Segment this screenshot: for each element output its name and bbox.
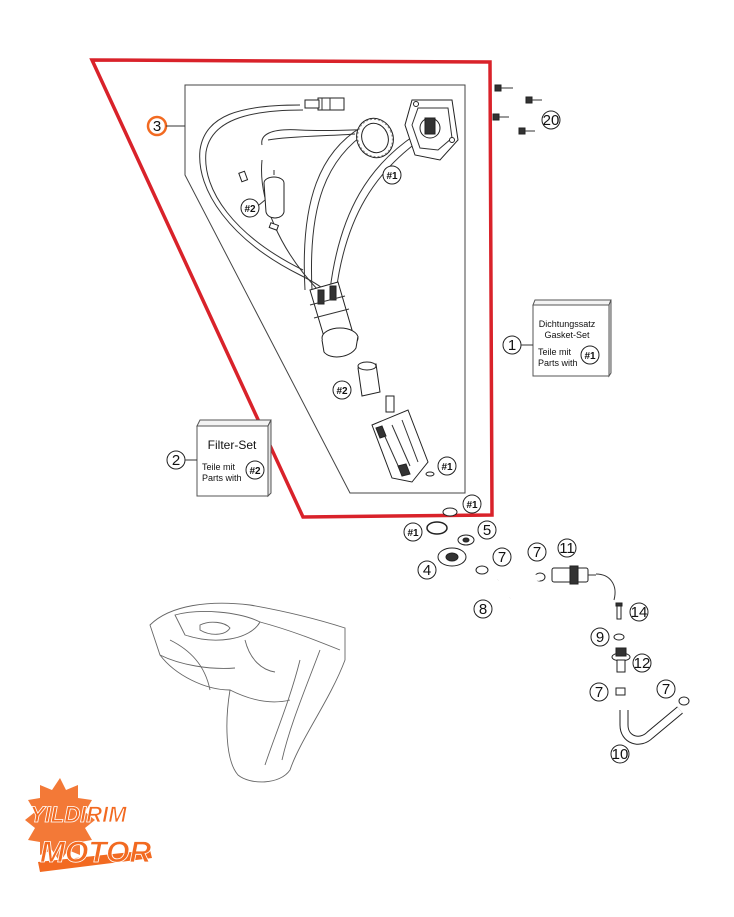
callout-2[interactable]: 2: [166, 450, 186, 470]
assembly-boundary: [184, 84, 466, 494]
svg-text:Parts with: Parts with: [538, 358, 578, 368]
flange-ring: [356, 117, 394, 159]
callout-3-label: 3: [153, 118, 161, 135]
callout-10[interactable]: 10: [610, 744, 630, 764]
svg-text:#2: #2: [249, 466, 261, 477]
callout-1[interactable]: 1: [502, 335, 522, 355]
svg-text:Teile mit: Teile mit: [538, 347, 572, 357]
logo-text-line2: MOTOR: [40, 836, 151, 869]
callout-20-label: 20: [543, 112, 560, 129]
clamp-a: [475, 565, 489, 575]
gasket-set-box: Dichtungssatz Gasket-Set Teile mit Parts…: [532, 299, 612, 378]
highlight-outline: [89, 58, 494, 519]
svg-text:Parts with: Parts with: [202, 473, 242, 483]
svg-text:#2: #2: [336, 386, 348, 397]
marker-1-outer[interactable]: #1: [462, 494, 482, 514]
hose-line: [595, 573, 616, 601]
callout-7a[interactable]: 7: [492, 547, 512, 567]
callout-20[interactable]: 20: [541, 110, 561, 130]
svg-text:Dichtungssatz: Dichtungssatz: [539, 319, 596, 329]
svg-text:8: 8: [479, 601, 487, 618]
svg-text:11: 11: [559, 540, 575, 557]
svg-text:Teile mit: Teile mit: [202, 462, 236, 472]
svg-text:12: 12: [634, 655, 651, 672]
svg-text:Gasket-Set: Gasket-Set: [544, 330, 590, 340]
svg-text:4: 4: [423, 562, 431, 579]
clamp-c: [615, 687, 626, 696]
seal-ring: [426, 521, 448, 535]
fuel-filter: [238, 170, 285, 231]
part-4-nut: [437, 547, 467, 567]
callout-11[interactable]: 11: [557, 538, 577, 558]
marker-1-top[interactable]: #1: [382, 165, 402, 185]
clamp-d: [678, 696, 690, 706]
pump-sleeve: [357, 361, 381, 397]
filter-set-box: Filter-Set Teile mit Parts with #2: [196, 419, 272, 498]
svg-text:14: 14: [631, 604, 648, 621]
svg-text:#1: #1: [584, 351, 596, 362]
svg-text:#1: #1: [386, 171, 398, 182]
svg-text:7: 7: [533, 544, 541, 561]
part-12-fitting: [611, 647, 631, 673]
svg-text:7: 7: [595, 684, 603, 701]
svg-text:#1: #1: [441, 462, 453, 473]
part-8-hose: [490, 574, 541, 602]
svg-text:2: 2: [172, 452, 180, 469]
callout-3[interactable]: 3: [146, 115, 168, 137]
part-10-hose: [619, 706, 683, 745]
callout-9[interactable]: 9: [590, 627, 610, 647]
callout-8[interactable]: 8: [473, 599, 493, 619]
part-14-pin: [615, 602, 623, 620]
marker-2-filter[interactable]: #2: [240, 198, 260, 218]
part-5-fitting: [457, 534, 475, 546]
bolts: [492, 84, 542, 135]
fuel-pump: [309, 281, 359, 358]
callout-7b[interactable]: 7: [527, 542, 547, 562]
marker-2-sleeve[interactable]: #2: [332, 380, 352, 400]
marker-1-seal[interactable]: #1: [403, 522, 423, 542]
part-11-quick-connector: [551, 565, 596, 585]
callout-12[interactable]: 12: [632, 653, 652, 673]
callout-5[interactable]: 5: [477, 520, 497, 540]
fuel-tank: [149, 602, 346, 783]
callout-14[interactable]: 14: [629, 602, 649, 622]
svg-text:5: 5: [483, 522, 491, 539]
logo-text-line1: YILDIRIM: [30, 802, 127, 827]
electrical-connector: [304, 97, 345, 111]
yildirim-motor-logo: YILDIRIM MOTOR: [25, 778, 152, 872]
svg-text:10: 10: [612, 746, 629, 763]
callout-4[interactable]: 4: [417, 560, 437, 580]
pump-flange-cover: [404, 99, 459, 161]
callout-7c[interactable]: 7: [589, 682, 609, 702]
svg-text:1: 1: [508, 337, 516, 354]
svg-text:9: 9: [596, 629, 604, 646]
svg-text:Filter-Set: Filter-Set: [208, 438, 257, 452]
strainer-housing: [371, 395, 435, 483]
o-ring-9: [613, 633, 625, 641]
o-ring: [442, 507, 458, 517]
svg-text:#1: #1: [407, 528, 419, 539]
svg-text:#2: #2: [244, 204, 256, 215]
svg-text:7: 7: [498, 549, 506, 566]
svg-text:#1: #1: [466, 500, 478, 511]
marker-1-bottom[interactable]: #1: [437, 456, 457, 476]
svg-text:7: 7: [662, 681, 670, 698]
callout-7d[interactable]: 7: [656, 679, 676, 699]
